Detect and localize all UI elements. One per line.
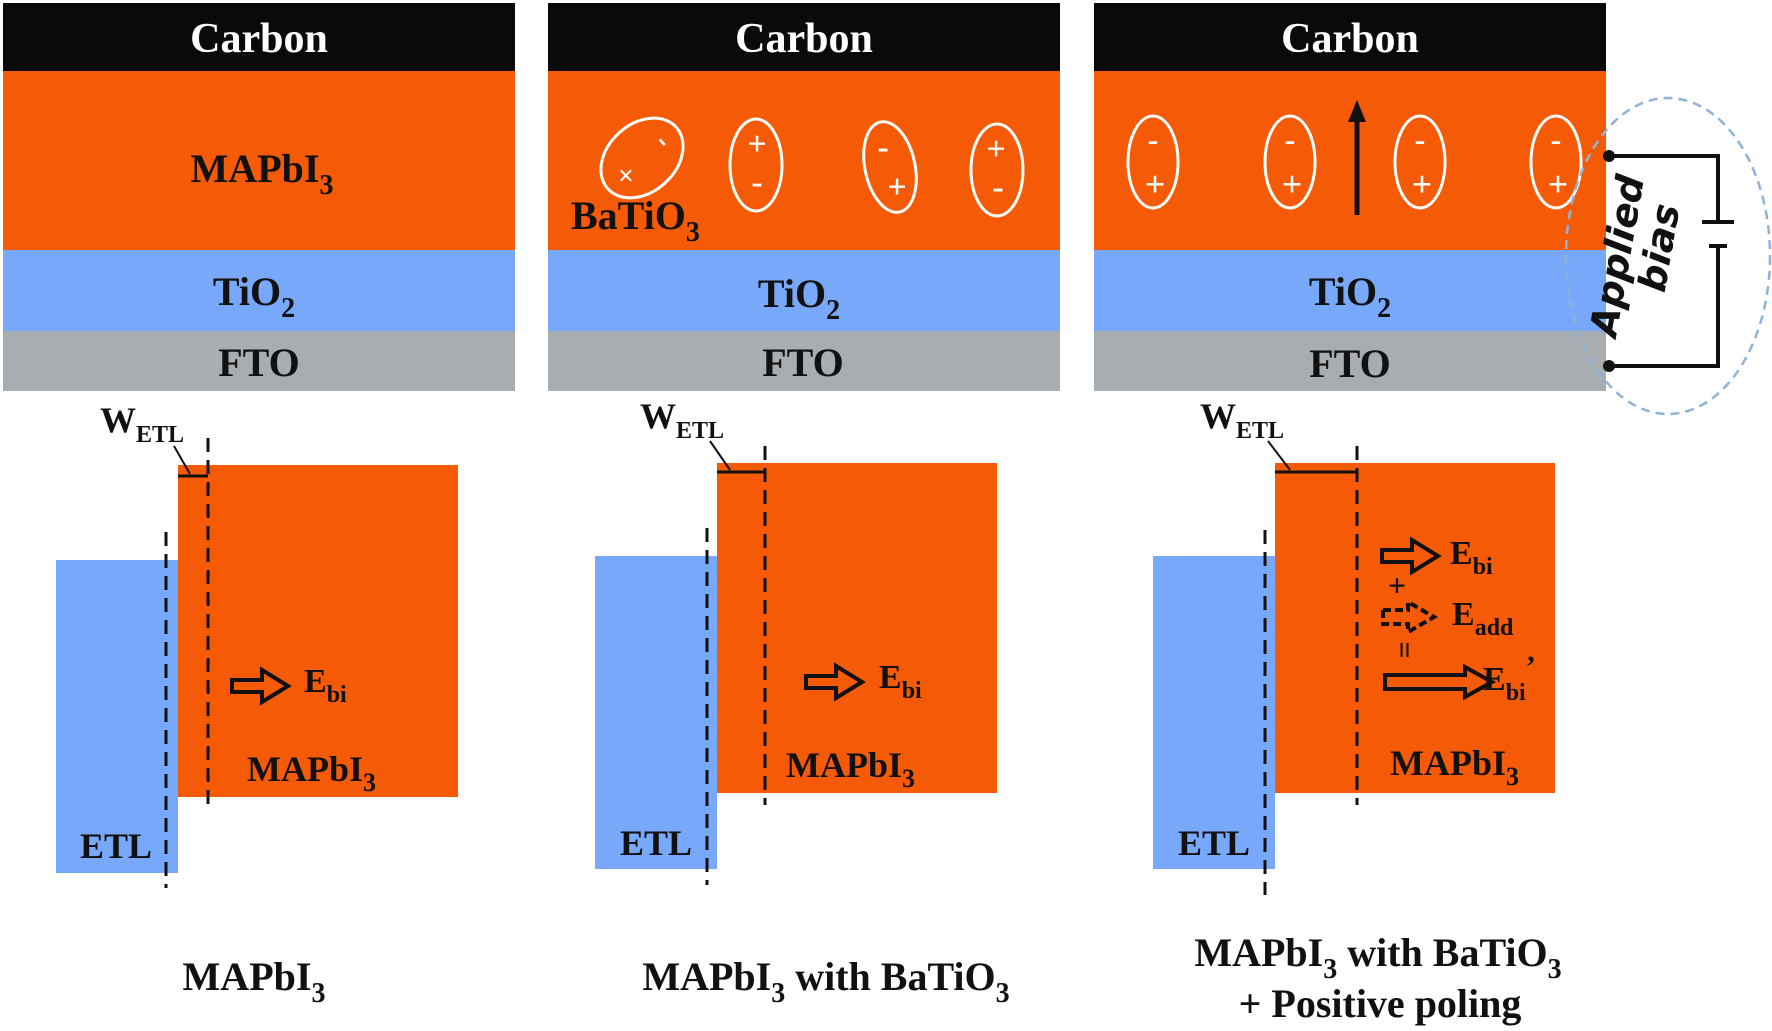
etl-band-label: ETL (80, 826, 152, 866)
carbon-label: Carbon (1281, 16, 1419, 62)
w-etl-label: WETL (1200, 396, 1284, 444)
carbon-label: Carbon (190, 16, 328, 62)
w-etl-label: WETL (100, 400, 184, 448)
svg-text:-: - (1285, 121, 1296, 157)
fto-layer-label: FTO (218, 340, 300, 385)
perovskite-band-label: MAPbI3 (1390, 743, 1519, 791)
caption-panel-3-line2: + Positive poling (1239, 981, 1522, 1026)
perovskite-band-label: MAPbI3 (247, 749, 376, 797)
svg-text:+: + (747, 126, 766, 163)
svg-text:-: - (1551, 121, 1562, 157)
additional-field-arrow-icon (1381, 598, 1439, 636)
bottom-contact-dot (1603, 360, 1615, 372)
fto-layer-label: FTO (762, 340, 844, 385)
builtin-field-label: Ebi (879, 659, 922, 704)
etl-band (595, 556, 717, 869)
svg-text:+: + (1282, 164, 1303, 204)
svg-text:-: - (1148, 121, 1159, 157)
etl-band-label: ETL (620, 823, 692, 863)
panel-2-band-diagram: WETL Ebi MAPbI3 ETL (595, 396, 997, 885)
carbon-layer (1094, 3, 1606, 71)
perovskite-band (178, 465, 458, 797)
w-etl-leader-line (173, 445, 191, 475)
tio2-layer (548, 250, 1060, 331)
perovskite-layer (3, 71, 515, 250)
svg-text:×: × (618, 161, 634, 192)
top-contact-dot (1603, 150, 1615, 162)
svg-text:-: - (877, 129, 888, 166)
w-etl-label: WETL (640, 396, 724, 444)
batio3-dipole-3: - + (862, 120, 918, 214)
tio2-layer-label: TiO2 (213, 269, 295, 324)
perovskite-layer (548, 71, 1060, 250)
svg-text:+: + (1145, 164, 1166, 204)
fto-layer (548, 331, 1060, 391)
equals-sign: = (1388, 641, 1421, 658)
enhanced-field-label: Ebi’ (1483, 650, 1536, 706)
panel-1-band-diagram: WETL Ebi MAPbI3 ETL (56, 400, 458, 888)
w-etl-leader-line (709, 440, 731, 471)
polarization-arrow (1348, 100, 1366, 215)
poled-dipole-4: - + (1529, 114, 1583, 210)
plus-sign: + (1388, 567, 1406, 603)
batio3-dipole-2: + - (728, 117, 784, 213)
etl-band (56, 560, 178, 873)
carbon-layer (3, 3, 515, 71)
panel-1-device-stack: Carbon MAPbI3 TiO2 FTO (3, 3, 515, 391)
caption-panel-1: MAPbI3 (183, 954, 326, 1009)
fto-layer (1094, 331, 1606, 391)
svg-text:-: - (751, 164, 762, 201)
perovskite-layer-label: MAPbI3 (191, 146, 334, 201)
caption-panel-3-line1: MAPbI3 with BaTiO3 (1194, 930, 1561, 985)
panel-3-device-stack: Carbon - + - + - + - + TiO2 FTO (1094, 3, 1772, 416)
bias-highlight-loop (1564, 96, 1772, 416)
svg-text:+: + (986, 131, 1005, 168)
poled-dipole-3: - + (1393, 114, 1447, 210)
tio2-layer-label: TiO2 (758, 271, 840, 326)
tio2-layer (3, 250, 515, 331)
perovskite-band (717, 463, 997, 793)
fto-layer (3, 331, 515, 391)
svg-text:+: + (887, 169, 906, 206)
carbon-label: Carbon (735, 16, 873, 62)
tio2-layer-label: TiO2 (1309, 269, 1391, 324)
additional-field-label: Eadd (1452, 596, 1514, 641)
svg-text:-: - (992, 169, 1003, 206)
w-etl-leader-line (1267, 440, 1291, 471)
svg-text:-: - (1415, 121, 1426, 157)
tio2-layer (1094, 250, 1606, 331)
etl-band-label: ETL (1178, 823, 1250, 863)
batio3-dipole-4: + - (969, 122, 1025, 218)
builtin-field-label: Ebi (304, 663, 347, 708)
poled-dipole-1: - + (1126, 114, 1180, 210)
carbon-layer (548, 3, 1060, 71)
panel-3-band-diagram: WETL Ebi + Eadd = Ebi’ MAPbI3 ETL (1153, 396, 1555, 895)
batio3-label: BaTiO3 (571, 193, 700, 248)
perovskite-layer (1094, 71, 1606, 250)
etl-band (1153, 556, 1275, 869)
panel-2-device-stack: Carbon - × BaTiO3 + - - + + - TiO2 FTO (548, 3, 1060, 391)
builtin-field-label: Ebi (1450, 535, 1493, 580)
caption-panel-2: MAPbI3 with BaTiO3 (642, 954, 1009, 1009)
svg-text:+: + (1548, 164, 1569, 204)
fto-layer-label: FTO (1309, 341, 1391, 386)
svg-text:+: + (1412, 164, 1433, 204)
enhanced-field-arrow-icon (1383, 663, 1497, 701)
poled-dipole-2: - + (1263, 114, 1317, 210)
perovskite-band-label: MAPbI3 (786, 745, 915, 793)
